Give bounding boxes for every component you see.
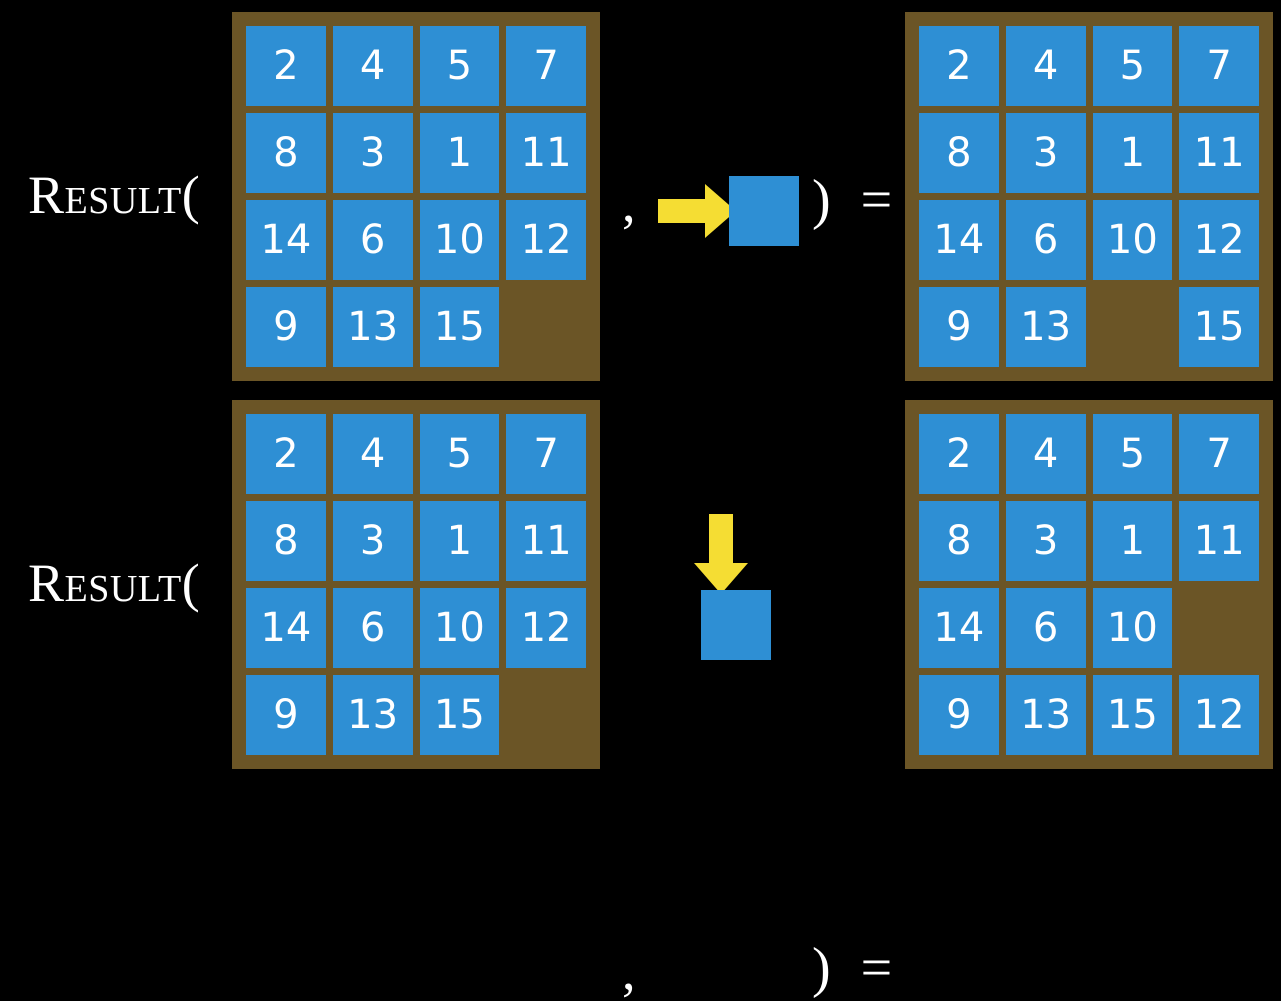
tile[interactable]: 6 [332, 588, 413, 668]
tile[interactable]: 9 [919, 675, 999, 755]
blank-tile-symbol [729, 176, 799, 246]
arrow-down-icon [694, 514, 748, 594]
closing-paren-equals: ) = [812, 169, 901, 231]
input-board-row2: 2 4 5 7 8 3 1 11 14 6 10 12 9 13 15 [232, 400, 600, 769]
tile[interactable]: 3 [1005, 501, 1086, 581]
tile[interactable]: 4 [1005, 414, 1086, 494]
tile[interactable]: 1 [419, 113, 500, 193]
tile[interactable]: 7 [1179, 26, 1259, 106]
blank-tile [1093, 287, 1173, 367]
blank-tile-symbol [701, 590, 771, 660]
tile[interactable]: 11 [1179, 113, 1259, 193]
tile[interactable]: 14 [246, 200, 326, 280]
tile[interactable]: 12 [506, 200, 586, 280]
tile[interactable]: 15 [419, 287, 500, 367]
tile[interactable]: 2 [919, 414, 999, 494]
tile[interactable]: 5 [1092, 414, 1173, 494]
result-function-label-row2: Result( [28, 553, 201, 613]
blank-tile [506, 675, 586, 755]
blank-tile [1179, 588, 1259, 668]
closing-paren-equals: ) = [812, 937, 901, 999]
tile[interactable]: 3 [332, 501, 413, 581]
tile[interactable]: 8 [246, 113, 326, 193]
tile[interactable]: 10 [1092, 200, 1173, 280]
tile[interactable]: 1 [1092, 501, 1173, 581]
output-board-row2: 2 4 5 7 8 3 1 11 14 6 10 9 13 15 12 [905, 400, 1273, 769]
tile[interactable]: 7 [506, 26, 586, 106]
tile[interactable]: 11 [1179, 501, 1259, 581]
tile[interactable]: 6 [1005, 588, 1086, 668]
tile[interactable]: 14 [919, 588, 999, 668]
tile[interactable]: 12 [1179, 675, 1259, 755]
tile[interactable]: 3 [332, 113, 413, 193]
tile[interactable]: 4 [332, 26, 413, 106]
tile[interactable]: 11 [506, 501, 586, 581]
tile[interactable]: 10 [1092, 588, 1173, 668]
tile[interactable]: 1 [1092, 113, 1173, 193]
tile[interactable]: 13 [1005, 287, 1086, 367]
tile[interactable]: 4 [332, 414, 413, 494]
tile[interactable]: 12 [1179, 200, 1259, 280]
tile[interactable]: 6 [1005, 200, 1086, 280]
result-function-label-row1: Result( [28, 165, 201, 225]
tile[interactable]: 10 [419, 588, 500, 668]
arrow-right-icon [658, 184, 736, 238]
tile[interactable]: 5 [1092, 26, 1173, 106]
tile[interactable]: 9 [919, 287, 999, 367]
tile[interactable]: 15 [1179, 287, 1259, 367]
tile[interactable]: 9 [246, 287, 326, 367]
tile[interactable]: 8 [919, 113, 999, 193]
tile[interactable]: 14 [246, 588, 326, 668]
tile[interactable]: 12 [506, 588, 586, 668]
tile[interactable]: 15 [1092, 675, 1173, 755]
tile[interactable]: 6 [332, 200, 413, 280]
tile[interactable]: 7 [506, 414, 586, 494]
argument-separator: , [622, 173, 636, 233]
blank-tile [506, 287, 586, 367]
argument-separator: , [622, 941, 636, 1001]
tile[interactable]: 1 [419, 501, 500, 581]
tile[interactable]: 13 [1005, 675, 1086, 755]
tile[interactable]: 5 [419, 414, 500, 494]
input-board-row1: 2 4 5 7 8 3 1 11 14 6 10 12 9 13 15 [232, 12, 600, 381]
tile[interactable]: 2 [246, 414, 326, 494]
tile[interactable]: 8 [919, 501, 999, 581]
tile[interactable]: 5 [419, 26, 500, 106]
operator-group-row2: , ) = [600, 388, 905, 998]
tile[interactable]: 11 [506, 113, 586, 193]
tile[interactable]: 2 [919, 26, 999, 106]
equation-row-1: Result( 2 4 5 7 8 3 1 11 14 6 10 12 9 13… [0, 0, 1281, 390]
operator-group-row1: , ) = [600, 0, 905, 390]
tile[interactable]: 3 [1005, 113, 1086, 193]
tile[interactable]: 15 [419, 675, 500, 755]
tile[interactable]: 2 [246, 26, 326, 106]
tile[interactable]: 10 [419, 200, 500, 280]
tile[interactable]: 4 [1005, 26, 1086, 106]
tile[interactable]: 7 [1179, 414, 1259, 494]
tile[interactable]: 9 [246, 675, 326, 755]
tile[interactable]: 13 [332, 287, 413, 367]
equation-row-2: Result( 2 4 5 7 8 3 1 11 14 6 10 12 9 13… [0, 388, 1281, 998]
tile[interactable]: 8 [246, 501, 326, 581]
tile[interactable]: 14 [919, 200, 999, 280]
output-board-row1: 2 4 5 7 8 3 1 11 14 6 10 12 9 13 15 [905, 12, 1273, 381]
tile[interactable]: 13 [332, 675, 413, 755]
